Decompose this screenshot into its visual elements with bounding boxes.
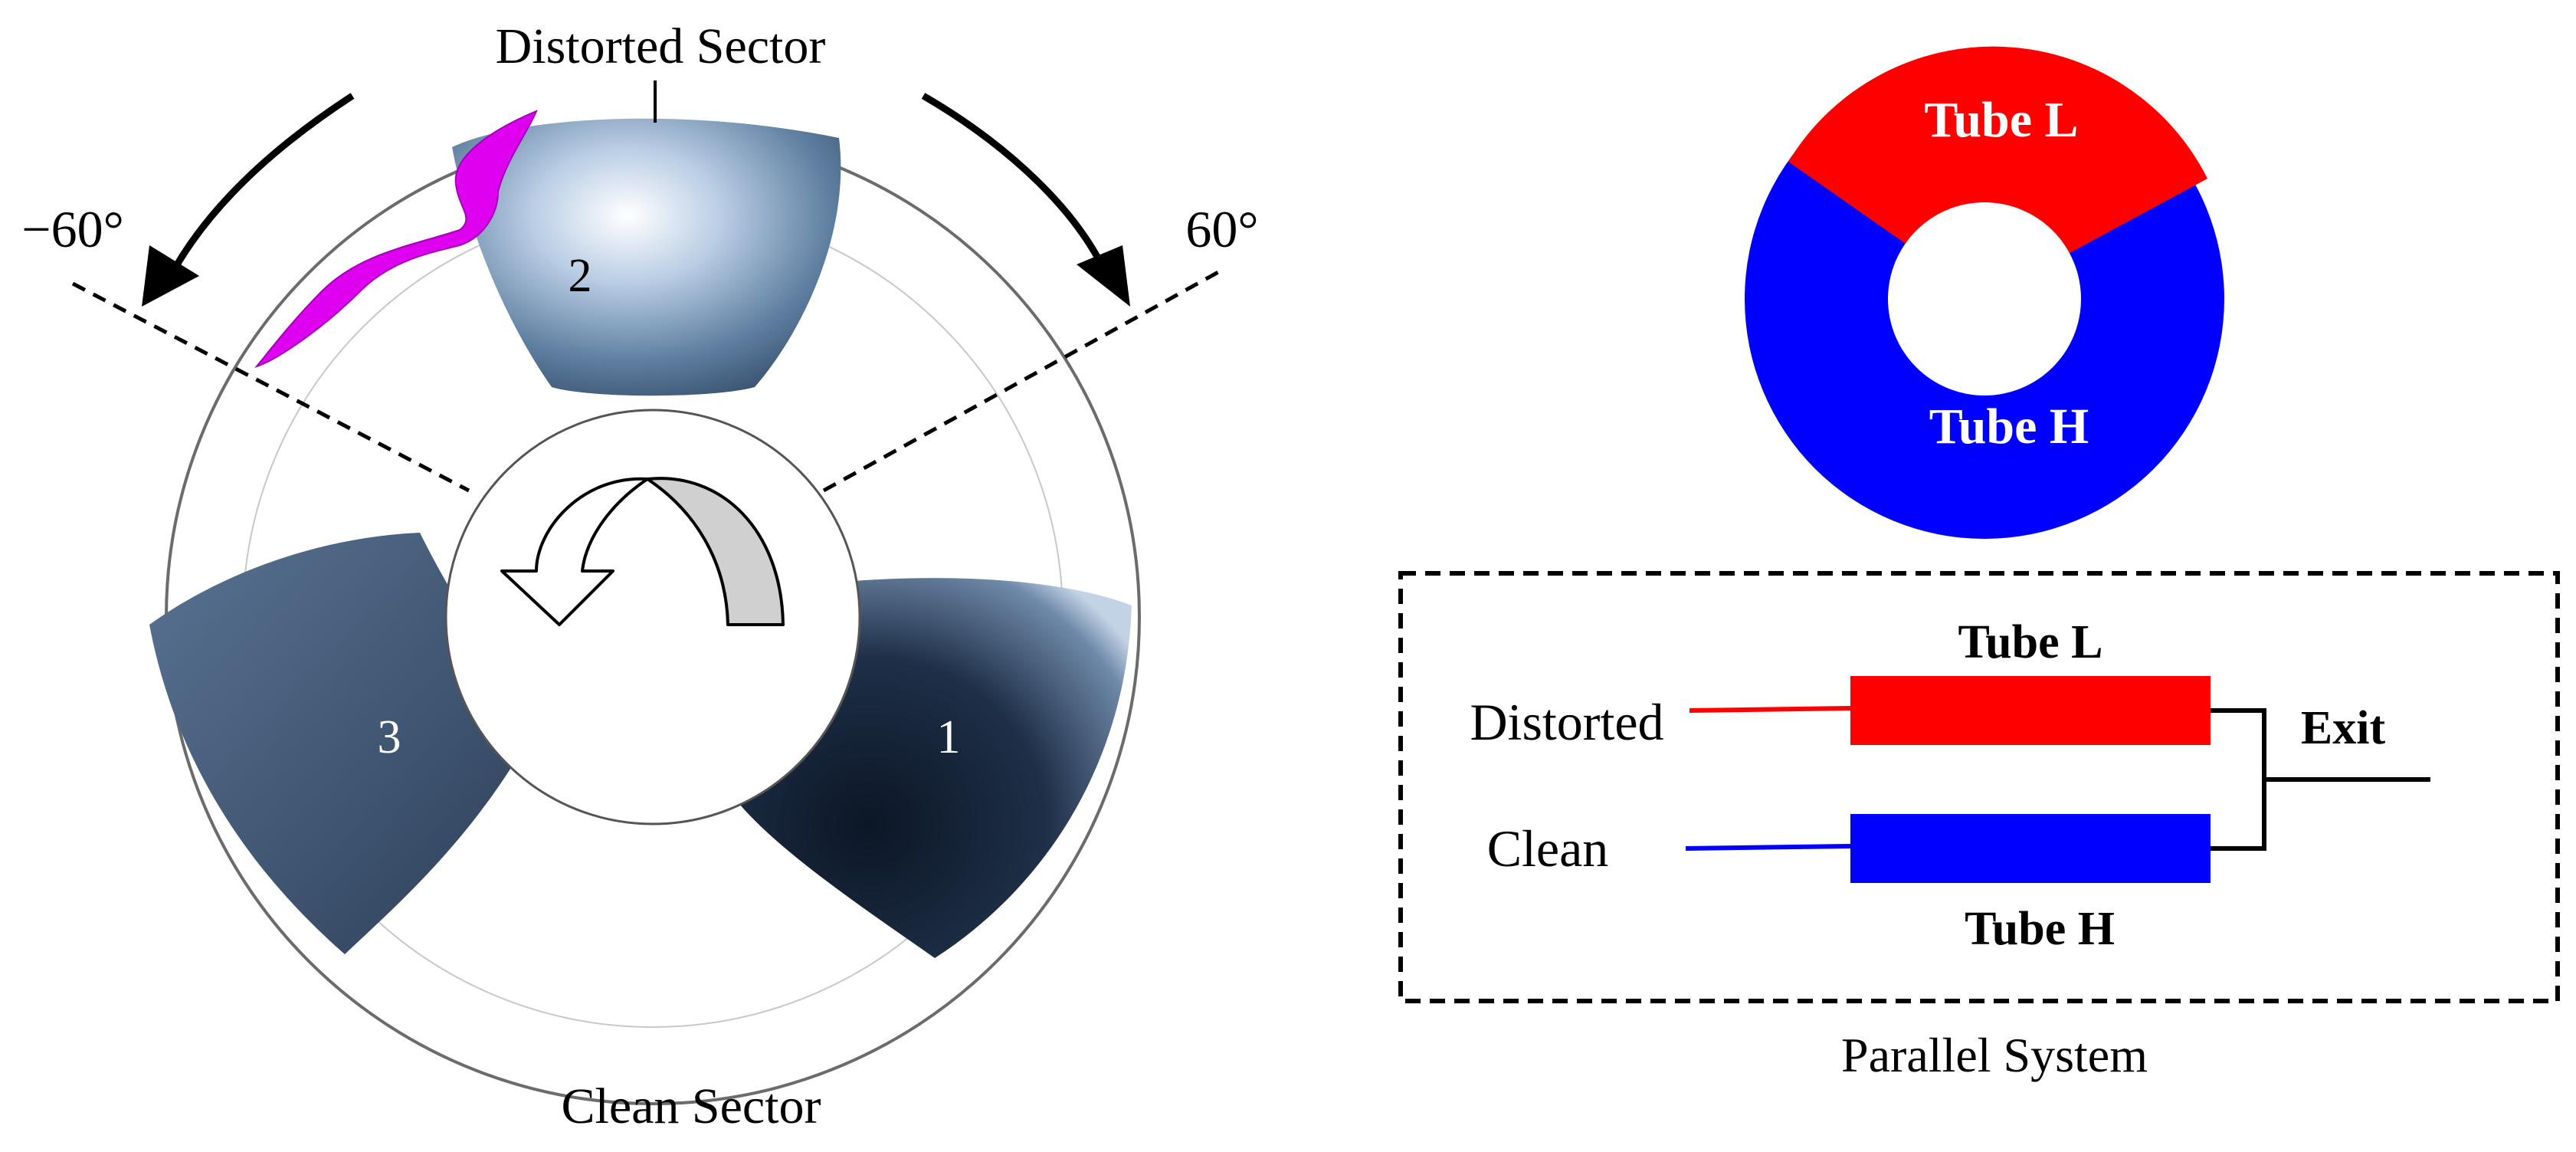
- arrow-left-head: [142, 245, 199, 307]
- angle-right-label: 60°: [1185, 200, 1258, 258]
- distortion-isosurface: [254, 110, 538, 369]
- tube-l-bar: [1850, 676, 2211, 745]
- blade-1-label: 1: [937, 711, 961, 763]
- clean-input-line: [1685, 844, 1851, 851]
- clean-label: Clean: [1487, 819, 1609, 878]
- angle-left-label: −60°: [21, 200, 124, 258]
- rotation-arrow-icon: [500, 477, 785, 626]
- parallel-system-caption: Parallel System: [1841, 1028, 2148, 1082]
- donut-hole: [1888, 202, 2081, 395]
- arrow-left-curve: [166, 93, 355, 282]
- hub: [444, 409, 861, 825]
- parallel-system-frame: [1398, 571, 2560, 1003]
- tube-h-label: Tube H: [1965, 903, 2115, 955]
- rotor-diagram: Distorted Sector Clean Sector −60° 60° 1…: [21, 18, 1258, 1134]
- blade-3-label: 3: [378, 711, 401, 763]
- parallel-system: Tube L Tube H Distorted Clean Exit Paral…: [1398, 571, 2560, 1082]
- exit-label: Exit: [2301, 702, 2386, 754]
- distorted-input-line: [1689, 706, 1851, 713]
- tube-h-bar: [1850, 814, 2211, 883]
- donut-tube-h-label: Tube H: [1929, 399, 2089, 455]
- sector-line-right: [822, 270, 1220, 493]
- distorted-sector-label: Distorted Sector: [496, 18, 826, 74]
- tube-l-label: Tube L: [1958, 616, 2103, 668]
- distorted-label: Distorted: [1470, 693, 1663, 751]
- donut-tube-l-label: Tube L: [1924, 92, 2078, 148]
- arrow-right-head: [1077, 245, 1130, 307]
- arrow-right-curve: [921, 93, 1107, 271]
- tube-donut: Tube L Tube H: [1745, 46, 2224, 539]
- sector-line-left: [71, 281, 470, 493]
- blade-2: [452, 118, 841, 396]
- donut-tube-l: [1788, 46, 2207, 300]
- exit-merge-line: [2211, 708, 2266, 851]
- blade-3: [149, 533, 535, 954]
- clean-sector-label: Clean Sector: [561, 1078, 821, 1134]
- blade-2-label: 2: [569, 250, 592, 302]
